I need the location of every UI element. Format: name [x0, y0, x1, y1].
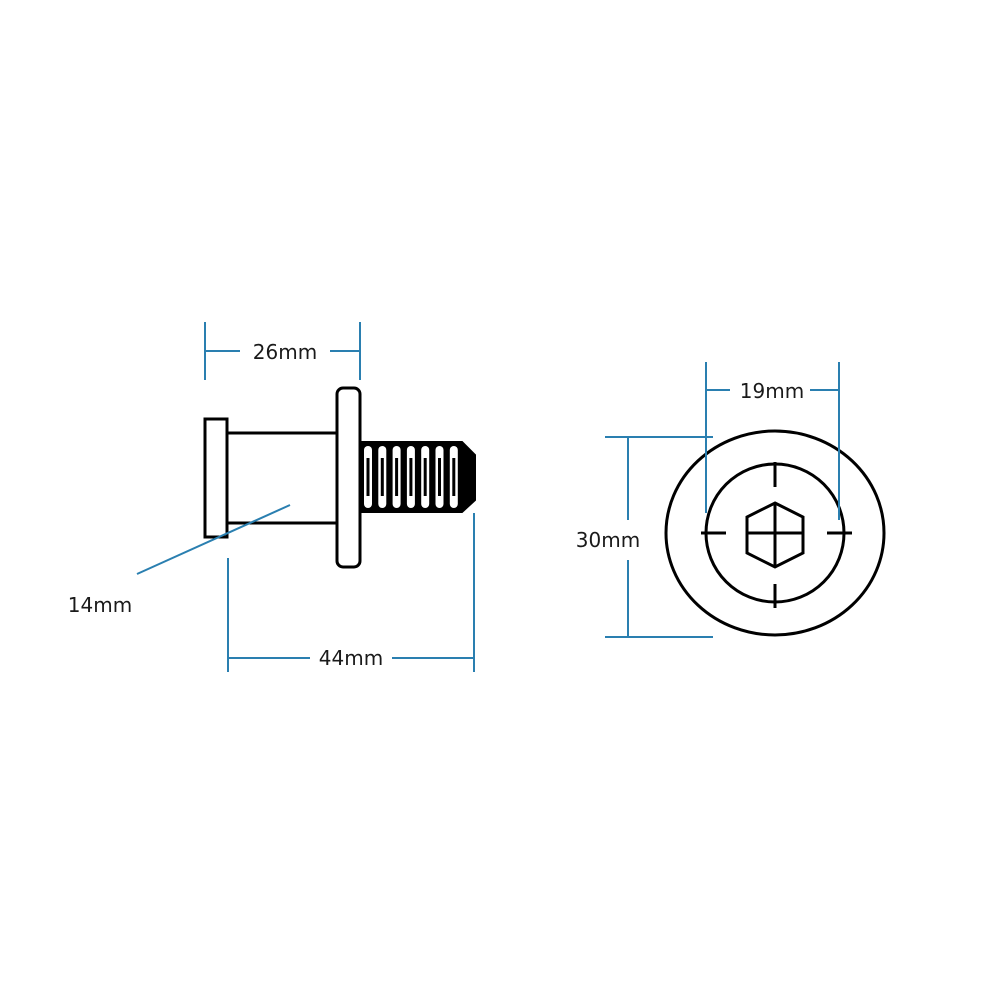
dim-26mm	[204, 322, 361, 380]
label-30mm: 30mm	[575, 528, 641, 552]
thread-ridge	[438, 458, 441, 496]
crosshair-marks	[701, 462, 852, 608]
label-19mm: 19mm	[739, 379, 805, 403]
thread-ridge	[452, 458, 456, 496]
thread-ridge	[380, 458, 384, 496]
dim-44mm	[227, 513, 475, 672]
label-44mm: 44mm	[318, 646, 384, 670]
thread-ridge	[395, 458, 399, 496]
side-view-bolt	[203, 386, 476, 569]
thread-grooves	[364, 446, 458, 508]
thread-ridge	[423, 458, 427, 496]
end-view-bolt	[664, 429, 886, 637]
bolt-washer	[335, 386, 362, 569]
thread-ridge	[366, 458, 370, 496]
dim-30mm	[605, 436, 713, 638]
thread-ridge	[409, 458, 413, 496]
dim-14mm-leader	[136, 504, 291, 575]
label-14mm: 14mm	[67, 593, 133, 617]
label-26mm: 26mm	[252, 340, 318, 364]
dimension-lines	[136, 322, 840, 672]
bolt-head	[203, 417, 229, 539]
